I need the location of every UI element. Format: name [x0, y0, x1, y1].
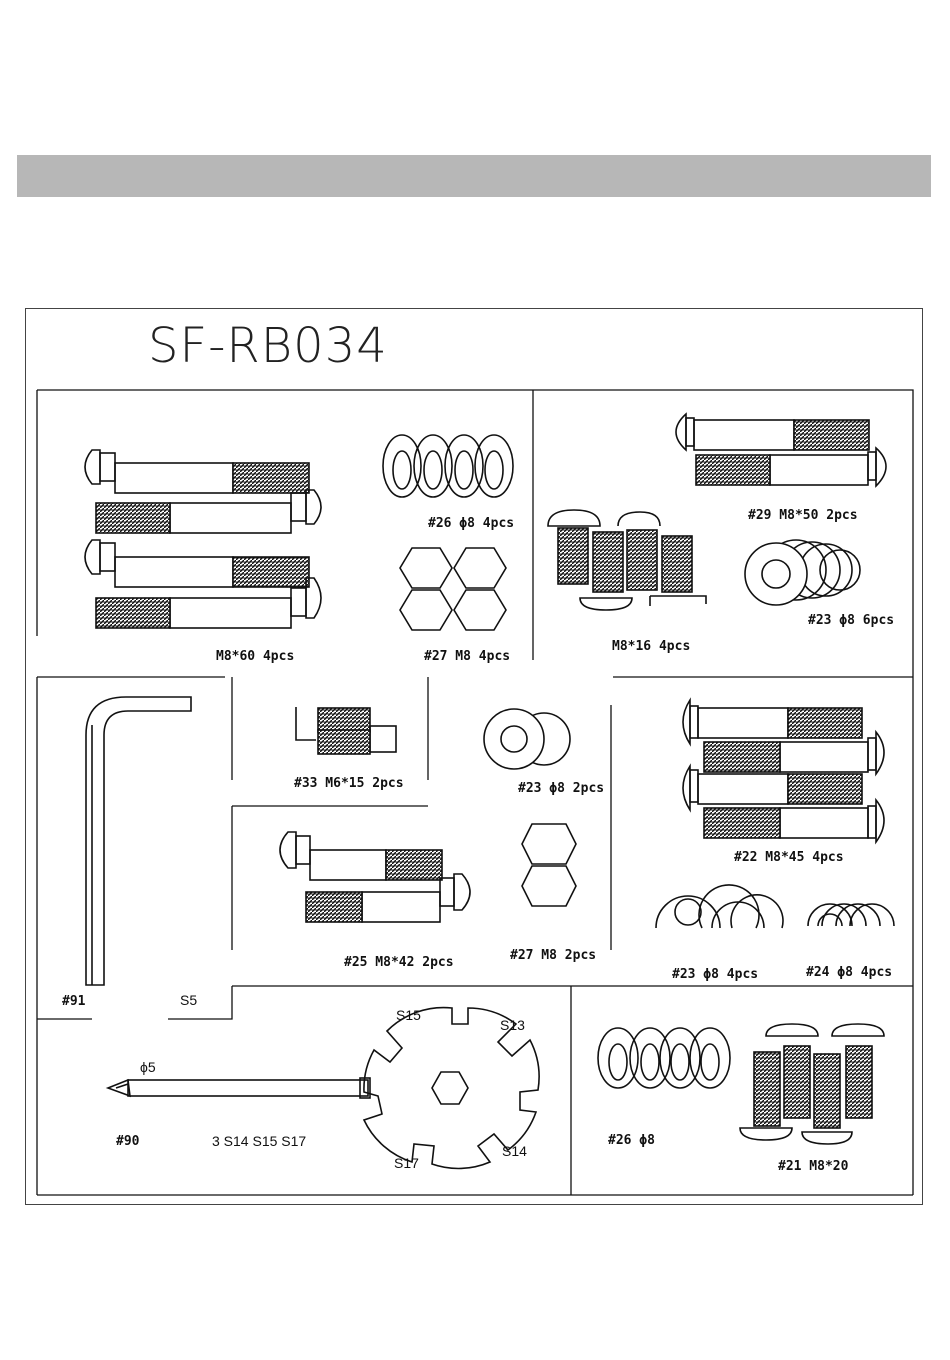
button-bolts-22	[683, 700, 884, 842]
flat-washers-23-four	[656, 885, 783, 928]
label-hex-nuts-27-top: #27 M8 4pcs	[424, 650, 510, 663]
label-button-bolts-29: #29 M8*50 2pcs	[748, 509, 858, 522]
flat-washers-23-six	[745, 540, 860, 605]
screwdriver-spanner	[108, 1008, 539, 1169]
label-flat-washers-23-six: #23 ϕ8 6pcs	[808, 614, 894, 627]
spanner-slot-s14: S14	[502, 1144, 527, 1158]
socket-bolts-33	[296, 707, 396, 754]
split-washers-24	[808, 904, 894, 926]
label-flat-washers-23-four: #23 ϕ8 4pcs	[672, 968, 758, 981]
label-carriage-bolts-m8x60: M8*60 4pcs	[216, 650, 294, 663]
pan-screws-m8x16	[548, 510, 706, 610]
hex-key-s5	[86, 697, 191, 985]
screwdriver-size-label: ϕ5	[140, 1060, 156, 1074]
hex-key-size-label: S5	[180, 993, 197, 1007]
pan-screws-21	[740, 1024, 884, 1144]
carriage-bolts-25	[280, 832, 470, 922]
spanner-slot-s15: S15	[396, 1008, 421, 1022]
split-washers-26-top	[383, 435, 513, 497]
spanner-slot-s13: S13	[500, 1018, 525, 1032]
label-button-bolts-22: #22 M8*45 4pcs	[734, 851, 844, 864]
label-pan-screws-21: #21 M8*20	[778, 1160, 848, 1173]
hex-nuts-27-mid	[522, 824, 576, 906]
flat-washers-23-two	[484, 709, 570, 769]
label-socket-bolts-33: #33 M6*15 2pcs	[294, 777, 404, 790]
label-split-washers-26-bottom: #26 ϕ8	[608, 1134, 655, 1147]
label-pan-screws-m8x16: M8*16 4pcs	[612, 640, 690, 653]
label-screwdriver-90: #90	[116, 1135, 139, 1148]
label-split-washers-26-top: #26 ϕ8 4pcs	[428, 517, 514, 530]
split-washers-26-bottom	[598, 1028, 730, 1088]
spanner-sizes-caption: 3 S14 S15 S17	[212, 1134, 306, 1148]
hex-nuts-27-top	[400, 548, 506, 630]
button-bolts-29	[676, 414, 886, 486]
spanner-slot-s17: S17	[394, 1156, 419, 1170]
label-split-washers-24: #24 ϕ8 4pcs	[806, 966, 892, 979]
label-hex-key-91: #91	[62, 995, 85, 1008]
carriage-bolts-m8x60	[85, 450, 321, 628]
label-hex-nuts-27-mid: #27 M8 2pcs	[510, 949, 596, 962]
label-carriage-bolts-25: #25 M8*42 2pcs	[344, 956, 454, 969]
label-flat-washers-23-two: #23 ϕ8 2pcs	[518, 782, 604, 795]
